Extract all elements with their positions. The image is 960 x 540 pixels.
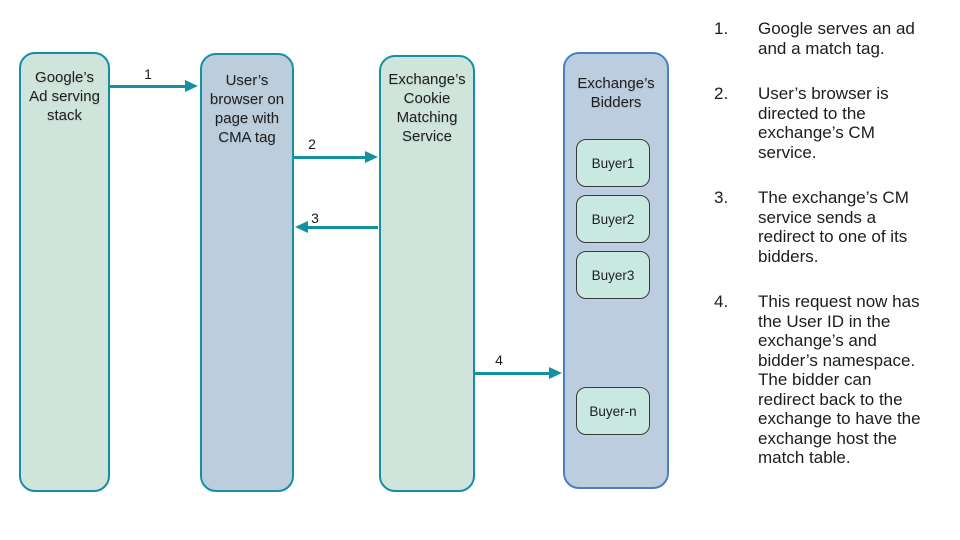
arrow-3-shaft bbox=[306, 225, 378, 229]
buyer-n-label: Buyer-n bbox=[589, 403, 637, 419]
arrow-3-label: 3 bbox=[311, 210, 319, 226]
node-google-ad-serving-stack: Google’s Ad serving stack bbox=[19, 52, 110, 492]
arrow-2-label: 2 bbox=[308, 136, 316, 152]
arrow-1-right-arrowhead-icon bbox=[185, 80, 198, 92]
buyer2-box: Buyer2 bbox=[576, 195, 650, 243]
node-browser-label: User’s browser on page with CMA tag bbox=[209, 72, 285, 146]
step-item-2: 2. User’s browser is directed to the exc… bbox=[714, 84, 958, 162]
step-item-3: 3. The exchange’s CM service sends a red… bbox=[714, 188, 958, 266]
arrow-1-label: 1 bbox=[144, 66, 152, 82]
arrow-3-left-arrowhead-icon bbox=[295, 221, 308, 233]
arrow-2-shaft bbox=[294, 155, 367, 159]
step-item-1: 1. Google serves an ad and a match tag. bbox=[714, 19, 958, 58]
node-exchange-bidders: Exchange’s Bidders Buyer1 Buyer2 Buyer3 … bbox=[563, 52, 669, 489]
step-2-number: 2. bbox=[714, 84, 729, 103]
arrow-1-shaft bbox=[110, 84, 187, 88]
node-exchange-cookie-matching-service: Exchange’s Cookie Matching Service bbox=[379, 55, 475, 492]
arrow-4-cm-service-to-bidders bbox=[475, 367, 562, 379]
arrow-1-google-to-browser bbox=[110, 80, 198, 92]
step-item-4: 4. This request now has the User ID in t… bbox=[714, 292, 958, 468]
node-google-label: Google’s Ad serving stack bbox=[29, 69, 100, 124]
buyer3-box: Buyer3 bbox=[576, 251, 650, 299]
buyer1-label: Buyer1 bbox=[591, 155, 635, 171]
arrow-4-shaft bbox=[475, 371, 551, 375]
buyer3-label: Buyer3 bbox=[591, 267, 635, 283]
steps-list: 1. Google serves an ad and a match tag. … bbox=[714, 19, 958, 494]
buyer-n-box: Buyer-n bbox=[576, 387, 650, 435]
arrow-2-browser-to-cm-service bbox=[294, 151, 378, 163]
step-1-number: 1. bbox=[714, 19, 729, 38]
step-4-number: 4. bbox=[714, 292, 729, 311]
node-cm-label: Exchange’s Cookie Matching Service bbox=[388, 71, 466, 145]
step-3-number: 3. bbox=[714, 188, 729, 207]
arrow-2-right-arrowhead-icon bbox=[365, 151, 378, 163]
step-3-text: The exchange’s CM service sends a redire… bbox=[758, 188, 909, 266]
step-2-text: User’s browser is directed to the exchan… bbox=[758, 84, 889, 162]
buyer2-label: Buyer2 bbox=[591, 211, 635, 227]
arrow-4-label: 4 bbox=[495, 352, 503, 368]
node-user-browser: User’s browser on page with CMA tag bbox=[200, 53, 294, 492]
step-1-text: Google serves an ad and a match tag. bbox=[758, 19, 915, 58]
buyer1-box: Buyer1 bbox=[576, 139, 650, 187]
arrow-3-cm-service-to-browser bbox=[295, 221, 378, 233]
step-4-text: This request now has the User ID in the … bbox=[758, 292, 921, 467]
node-bidders-label: Exchange’s Bidders bbox=[577, 75, 655, 111]
arrow-4-right-arrowhead-icon bbox=[549, 367, 562, 379]
